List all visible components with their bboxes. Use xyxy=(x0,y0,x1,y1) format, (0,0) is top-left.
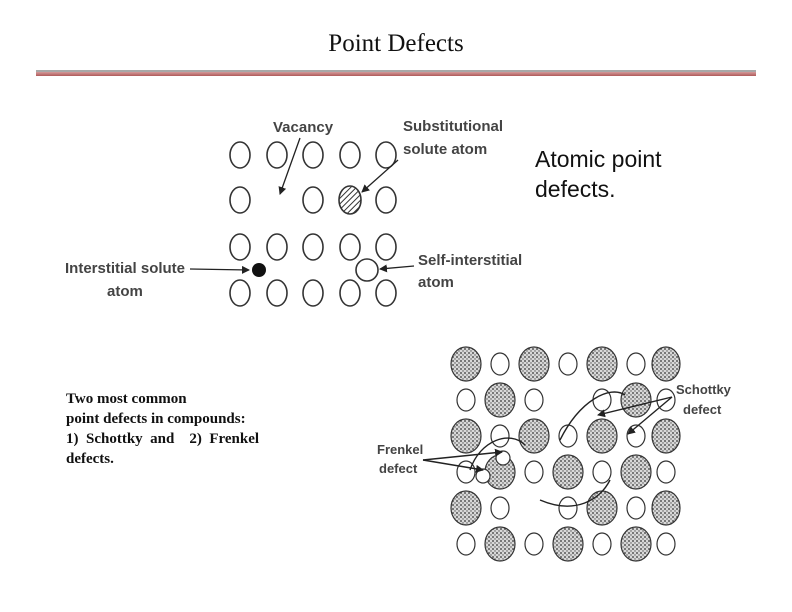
schottky-label-2: defect xyxy=(683,402,722,417)
cation-atom xyxy=(626,352,646,376)
cation-atom xyxy=(626,424,646,448)
cation-atom xyxy=(656,460,676,484)
interstitial-arrow xyxy=(189,265,250,274)
cation-atom xyxy=(490,424,510,448)
anion-atom xyxy=(620,382,652,418)
frenkel-label-2: defect xyxy=(379,461,418,476)
schottky-label-1: Schottky xyxy=(676,382,732,397)
cation-atom xyxy=(656,532,676,556)
substitutional-label-2: solute atom xyxy=(403,141,487,158)
anion-atom xyxy=(586,346,618,382)
frenkel-arrow-2 xyxy=(422,448,503,461)
frenkel-interstitial-cation xyxy=(475,468,491,484)
cation-atom xyxy=(524,388,544,412)
page-title: Point Defects xyxy=(328,30,464,57)
substitutional-atom xyxy=(338,185,362,215)
anion-atom xyxy=(651,490,681,526)
anion-atom xyxy=(450,346,482,382)
cation-atom xyxy=(456,532,476,556)
anion-atom xyxy=(450,490,482,526)
schottky-arrow-1 xyxy=(597,396,673,418)
frenkel-arrow-1 xyxy=(422,459,484,473)
anion-atom xyxy=(586,490,618,526)
schottky-path-2 xyxy=(539,479,611,507)
cation-atom xyxy=(592,460,612,484)
anion-atom xyxy=(651,346,681,382)
cation-atom xyxy=(456,388,476,412)
caption-right-line-2: defects. xyxy=(535,176,616,202)
cation-atom xyxy=(558,496,578,520)
interstitial-label-2: atom xyxy=(107,283,143,300)
self-interstitial-atom xyxy=(355,258,379,282)
compound-lattice xyxy=(450,346,681,562)
caption-left-line-1: Two most common xyxy=(66,391,187,407)
cation-atom xyxy=(524,532,544,556)
substitutional-arrow xyxy=(361,159,399,193)
caption-left-line-4: defects. xyxy=(66,451,114,467)
substitutional-label-1: Substitutional xyxy=(403,118,503,135)
anion-atom xyxy=(552,454,584,490)
caption-right-line-1: Atomic point xyxy=(535,146,662,172)
caption-left-line-3: 1) Schottky and 2) Frenkel xyxy=(66,431,260,447)
self-interstitial-label-1: Self-interstitial xyxy=(418,252,522,269)
anion-atom xyxy=(552,526,584,562)
cation-atom xyxy=(490,352,510,376)
interstitial-label-1: Interstitial solute xyxy=(65,260,185,277)
frenkel-path xyxy=(469,437,526,471)
compound-defects-caption: Two most common point defects in compoun… xyxy=(66,389,336,469)
cation-atom xyxy=(524,460,544,484)
anion-atom xyxy=(586,418,618,454)
atomic-point-defects-caption: Atomic point defects. xyxy=(535,144,662,204)
anion-atom xyxy=(620,526,652,562)
cation-atom xyxy=(490,496,510,520)
anion-atom xyxy=(518,346,550,382)
anion-atom xyxy=(484,382,516,418)
vacancy-label: Vacancy xyxy=(273,119,334,136)
schottky-arrow-2 xyxy=(627,396,673,435)
vacancy-arrow xyxy=(278,137,301,195)
cation-atom xyxy=(592,532,612,556)
anion-atom xyxy=(484,526,516,562)
interstitial-solute-atom xyxy=(252,263,266,277)
cation-atom xyxy=(626,496,646,520)
anion-atom xyxy=(450,418,482,454)
self-interstitial-label-2: atom xyxy=(418,274,454,291)
cation-atom xyxy=(558,352,578,376)
caption-left-line-2: point defects in compounds: xyxy=(66,411,246,427)
anion-atom xyxy=(651,418,681,454)
title-underline xyxy=(36,70,756,76)
anion-atom xyxy=(518,418,550,454)
anion-atom xyxy=(620,454,652,490)
self-interstitial-arrow xyxy=(379,264,415,273)
frenkel-interstitial-cation xyxy=(495,450,511,466)
point-defect-lattice xyxy=(229,141,397,307)
schottky-path-1 xyxy=(559,391,626,441)
frenkel-label-1: Frenkel xyxy=(377,442,423,457)
